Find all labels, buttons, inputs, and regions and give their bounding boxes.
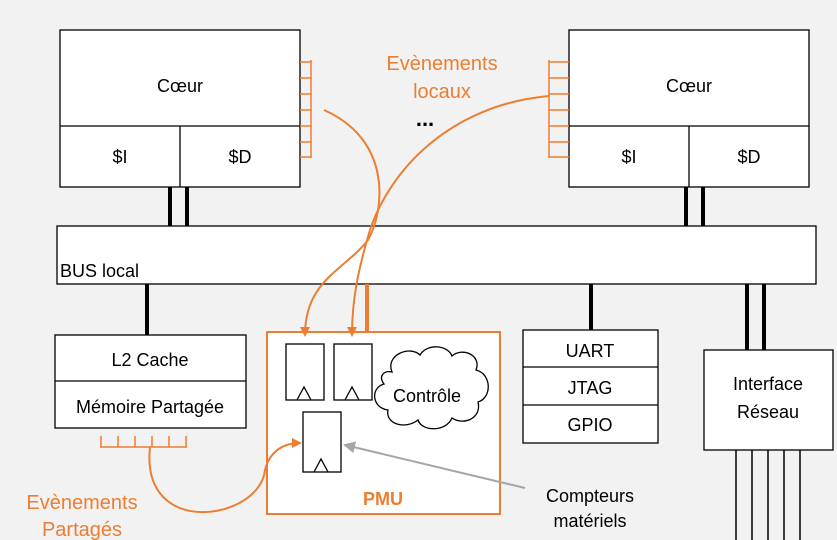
memory-block: L2 Cache Mémoire Partagée (54, 334, 247, 429)
control-cloud: Contrôle (374, 346, 489, 430)
peripheral-gpio-label: GPIO (567, 415, 612, 435)
shared-events-label-line2: Partagés (42, 519, 122, 540)
core-left-label: Cœur (157, 76, 203, 96)
core-right-event-probes (548, 60, 569, 158)
core-right-dcache-label: $D (737, 147, 760, 167)
peripheral-uart-label: UART (566, 341, 615, 361)
core-right-icache-label: $I (621, 147, 636, 167)
local-event-arrow-right (347, 95, 550, 337)
core-left-event-probes (300, 60, 312, 158)
network-interface-block: Interface Réseau (703, 349, 834, 451)
core-right-label: Cœur (666, 76, 712, 96)
counters-label-line1: Compteurs (546, 486, 634, 506)
peripherals-block: UART JTAG GPIO (522, 329, 659, 444)
core-left-dcache-label: $D (228, 147, 251, 167)
local-bus: BUS local (56, 225, 817, 285)
counter-register-1 (285, 343, 325, 401)
bus-label: BUS local (60, 261, 139, 281)
control-label: Contrôle (393, 386, 461, 406)
counters-label-line2: matériels (553, 511, 626, 531)
shared-events-label-line1: Evènements (26, 492, 137, 514)
network-label-line1: Interface (733, 374, 803, 394)
shared-event-arrow (148, 438, 302, 514)
peripheral-jtag-label: JTAG (568, 378, 613, 398)
ellipsis: ... (416, 106, 434, 131)
local-events-label-line1: Evènements (386, 53, 497, 75)
core-left-icache-label: $I (112, 147, 127, 167)
counter-register-2 (333, 343, 373, 401)
core-bus-connectors (168, 187, 705, 226)
bus-lower-connectors (145, 284, 766, 350)
network-label-line2: Réseau (737, 402, 799, 422)
pmu-label: PMU (363, 489, 403, 509)
core-left: Cœur $I $D (59, 29, 301, 188)
local-events-label-line2: locaux (413, 81, 471, 103)
memory-event-probes (100, 436, 187, 448)
counter-register-3 (302, 411, 342, 473)
l2-cache-label: L2 Cache (111, 350, 188, 370)
core-right: Cœur $I $D (568, 29, 810, 188)
shared-memory-label: Mémoire Partagée (76, 397, 224, 417)
counters-pointer-arrow (343, 441, 526, 489)
network-output-lines (735, 450, 801, 540)
